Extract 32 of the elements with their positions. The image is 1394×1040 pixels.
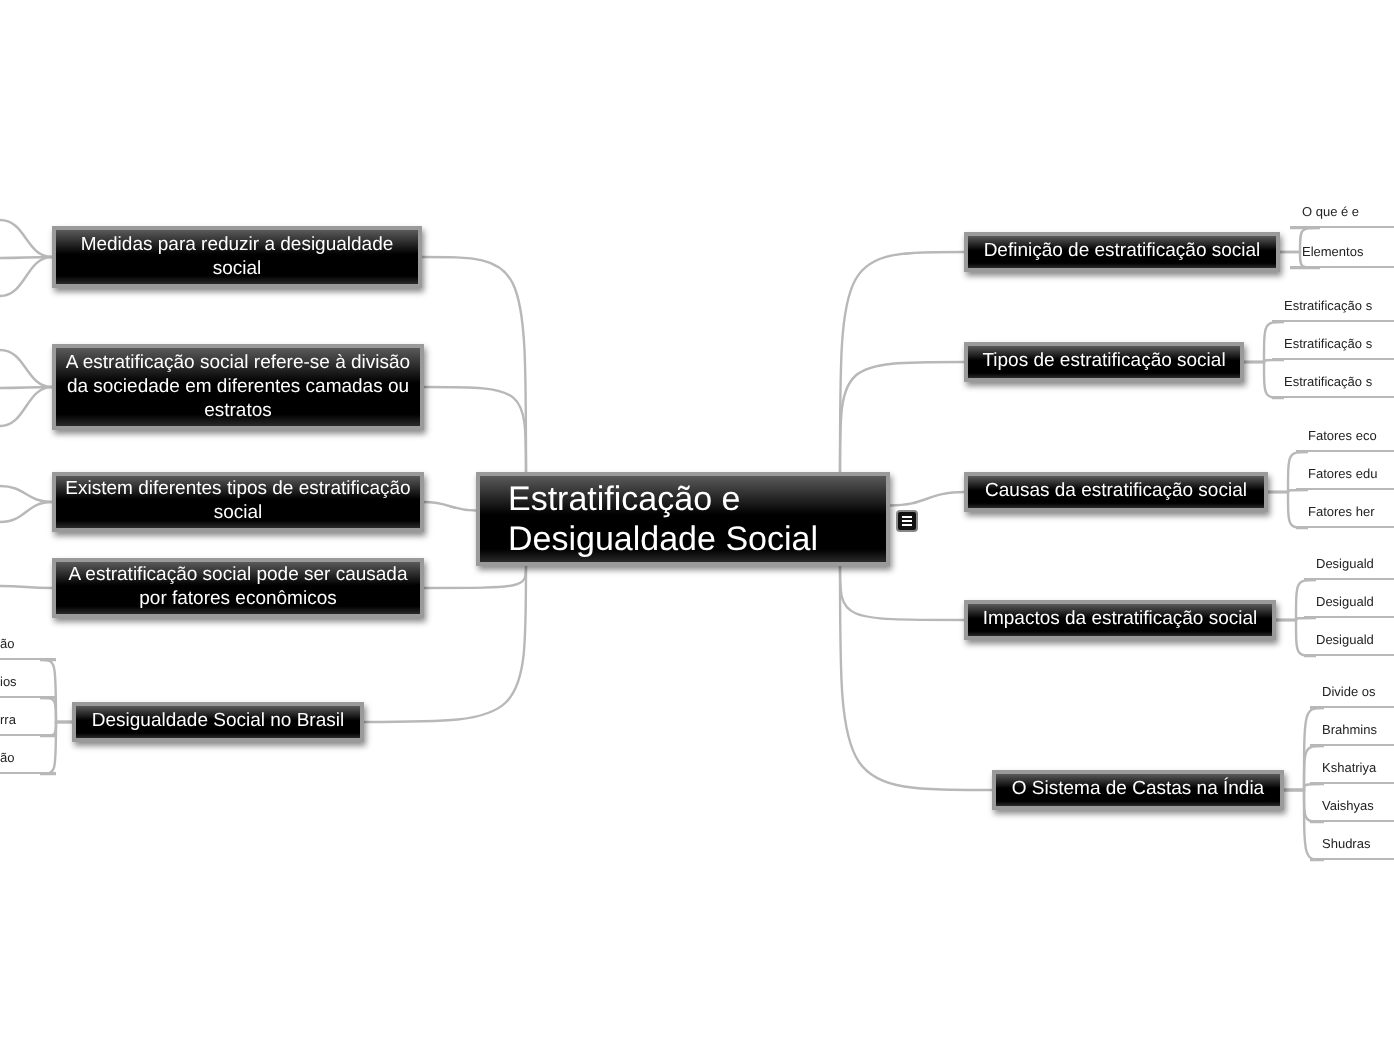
- topic-box: Existem diferentes tipos de estratificação social: [52, 472, 424, 532]
- branch-line: [0, 255, 53, 298]
- topic-box: A estratificação social refere-se à divisão da sociedade em diferentes camadas ou estratos: [52, 344, 424, 430]
- topic-box: A estratificação social pode ser causada por fatores econômicos: [52, 558, 424, 618]
- branch-line: [0, 500, 53, 524]
- topic-box: Definição de estratificação social: [964, 232, 1280, 272]
- branch-line: [1268, 490, 1310, 530]
- branch-line: [38, 720, 72, 776]
- branch-line: [424, 385, 528, 472]
- branch-line: [1244, 360, 1286, 400]
- branch-line: [0, 348, 53, 389]
- topic-box: Impactos da estratificação social: [964, 600, 1276, 640]
- branch-line: [423, 500, 477, 512]
- topic-box: Medidas para reduzir a desigualdade social: [52, 226, 422, 288]
- branch-line: [0, 218, 53, 259]
- topic-box: Desigualdade Social no Brasil: [72, 702, 364, 742]
- topic-box: Causas da estratificação social: [964, 472, 1268, 512]
- branch-line: [889, 490, 965, 507]
- central-topic-box: Estratificação e Desigualdade Social: [476, 472, 890, 566]
- branch-line: [0, 484, 53, 504]
- branch-line: [0, 584, 52, 590]
- topic-box: O Sistema de Castas na Índia: [992, 770, 1284, 810]
- branch-line: [1276, 618, 1318, 658]
- branch-line: [1284, 788, 1326, 862]
- branch-line: [0, 255, 52, 260]
- branch-line: [0, 385, 53, 428]
- branch-line: [838, 566, 992, 792]
- branch-line: [838, 360, 964, 472]
- topic-box: Tipos de estratificação social: [964, 342, 1244, 382]
- branch-line: [1280, 250, 1322, 270]
- branch-line: [364, 566, 528, 724]
- branch-line: [0, 385, 52, 390]
